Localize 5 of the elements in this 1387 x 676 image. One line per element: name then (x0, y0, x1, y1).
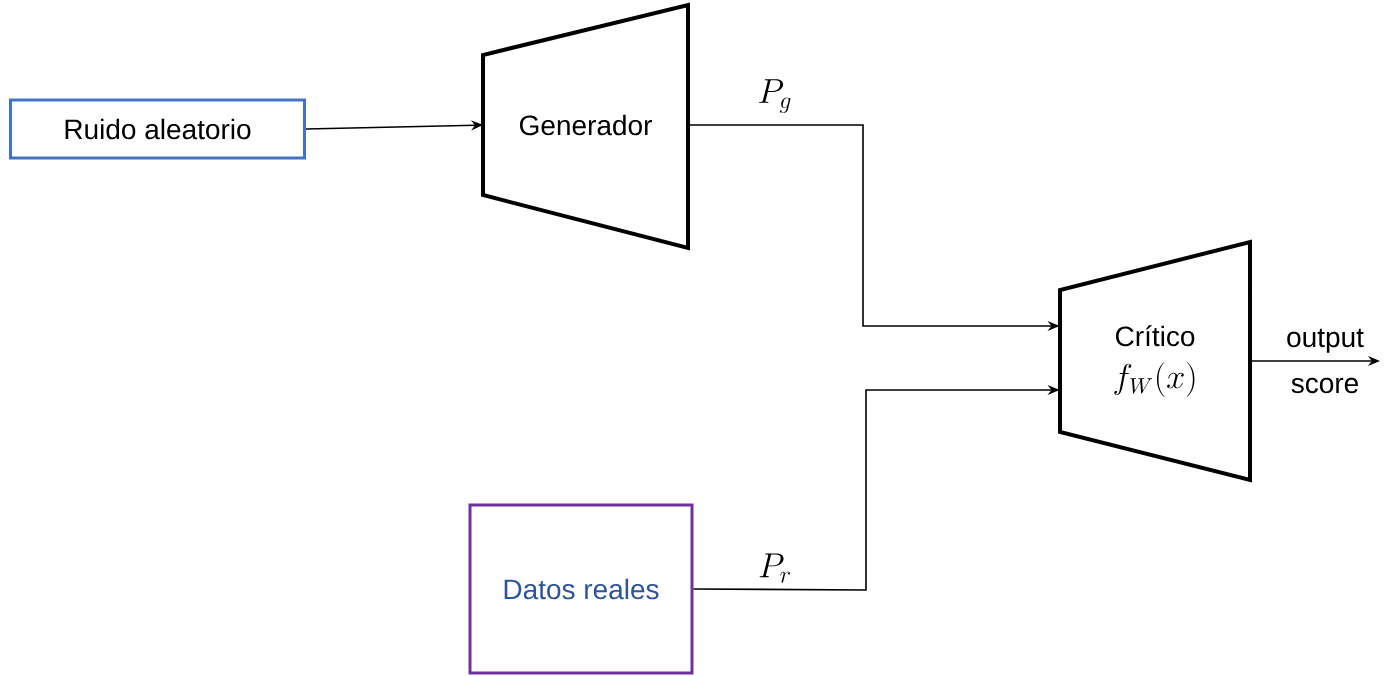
edge-label: output score (1287, 328, 1364, 394)
input-box: Datos reales (468, 503, 694, 675)
edge-label: $P_r$ (759, 553, 790, 583)
input-box: Ruido aleatorio (9, 98, 306, 160)
edge-label: $P_g$ (759, 79, 791, 113)
